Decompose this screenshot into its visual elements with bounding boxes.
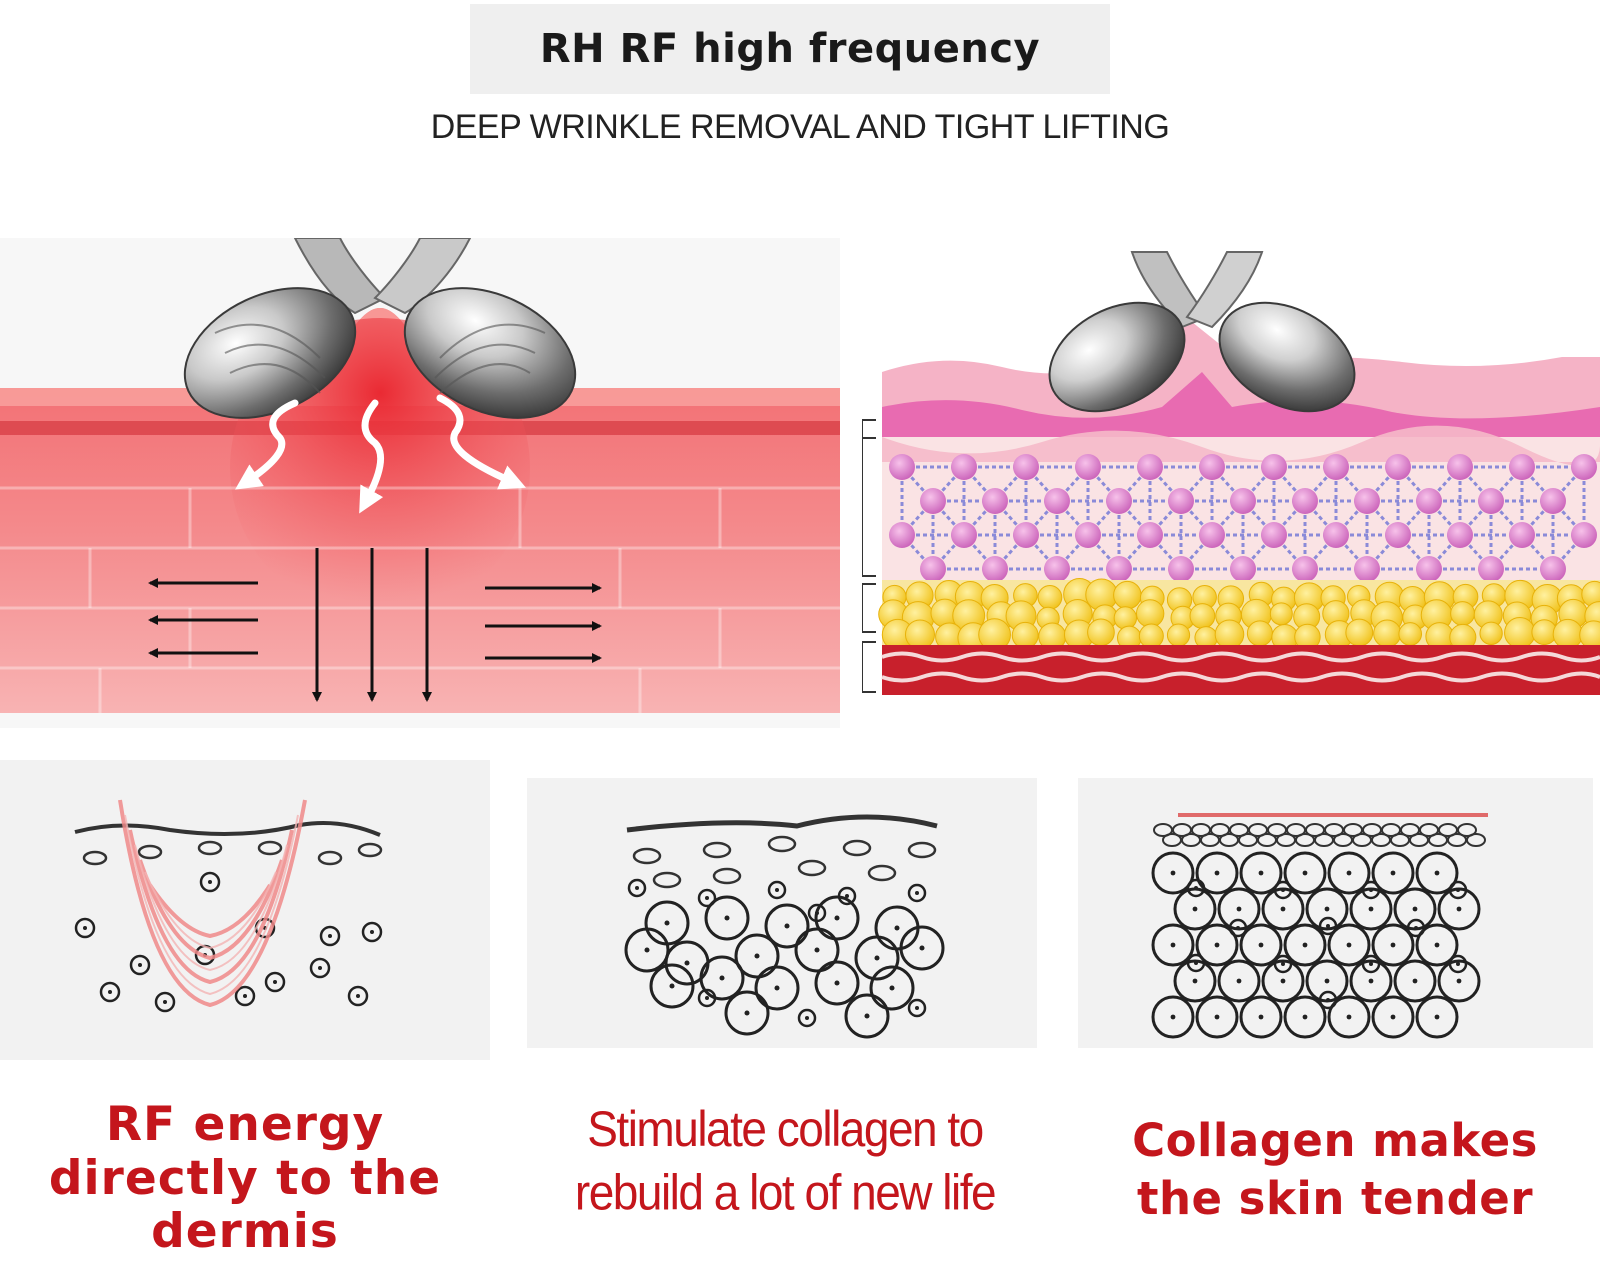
collagen-cell — [869, 965, 915, 1011]
dermis-cell — [234, 985, 256, 1007]
collagen-cell — [1217, 959, 1261, 1003]
skin-layers-cross-section — [862, 251, 1600, 695]
collagen-cell-small — [697, 888, 717, 908]
collagen-cell-small — [1448, 880, 1468, 900]
rf-energy-skin-diagram — [0, 238, 840, 728]
collagen-cell — [624, 927, 670, 973]
collagen-cell-small — [1186, 878, 1206, 898]
collagen-cell — [1415, 995, 1459, 1039]
collagen-cell — [1173, 959, 1217, 1003]
collagen-network — [889, 454, 1597, 582]
collagen-cell-small — [907, 883, 927, 903]
collagen-cell-small — [1406, 918, 1426, 938]
collagen-cell-small — [1318, 916, 1338, 936]
collagen-cell — [1349, 959, 1393, 1003]
collagen-cell-small — [1273, 880, 1293, 900]
dermis-cell — [361, 921, 383, 943]
collagen-cell — [1393, 959, 1437, 1003]
collagen-cell — [814, 960, 860, 1006]
tender-skin-diagram — [1078, 778, 1593, 1048]
collagen-cell — [794, 927, 840, 973]
collagen-cell — [899, 925, 945, 971]
collagen-cell — [1195, 851, 1239, 895]
collagen-cell — [649, 963, 695, 1009]
collagen-cell — [1415, 851, 1459, 895]
collagen-cell — [704, 895, 750, 941]
collagen-cell-small — [1361, 880, 1381, 900]
collagen-cell — [1261, 959, 1305, 1003]
collagen-cell — [1371, 995, 1415, 1039]
collagen-cell — [1327, 923, 1371, 967]
collagen-cell — [724, 990, 770, 1036]
collagen-cell — [1371, 923, 1415, 967]
collagen-cell — [764, 903, 810, 949]
collagen-cell-small — [627, 878, 647, 898]
collagen-cell — [754, 965, 800, 1011]
collagen-cell — [699, 955, 745, 1001]
dermis-cell — [309, 957, 331, 979]
collagen-cell — [814, 895, 860, 941]
caption-stimulate-collagen: Stimulate collagen to rebuild a lot of n… — [574, 1100, 997, 1221]
dermis-cell — [99, 981, 121, 1003]
dermis-cell — [264, 971, 286, 993]
collagen-cell — [1239, 995, 1283, 1039]
collagen-cell — [1327, 851, 1371, 895]
collagen-cell-small — [1228, 918, 1248, 938]
collagen-cell — [1195, 923, 1239, 967]
collagen-cell — [1195, 995, 1239, 1039]
page-title: RH RF high frequency — [539, 26, 1041, 72]
collagen-cell-small — [907, 998, 927, 1018]
collagen-cell — [1151, 923, 1195, 967]
dermis-cell — [74, 917, 96, 939]
collagen-cell — [734, 933, 780, 979]
collagen-cell-small — [1273, 954, 1293, 974]
collagen-cell — [1151, 851, 1195, 895]
collagen-cell-small — [1186, 953, 1206, 973]
collagen-cell-small — [797, 1008, 817, 1028]
collagen-cell — [1283, 995, 1327, 1039]
collagen-cell-small — [767, 880, 787, 900]
dermis-cell — [154, 991, 176, 1013]
caption-rf-energy: RF energy directly to the dermis — [48, 1097, 442, 1260]
collagen-cell — [1283, 923, 1327, 967]
rf-energy-dermis-diagram — [0, 760, 490, 1060]
fat-cells — [878, 577, 1600, 654]
page-subtitle: DEEP WRINKLE REMOVAL AND TIGHT LIFTING — [430, 108, 1170, 146]
collagen-cell — [854, 935, 900, 981]
collagen-cell — [1327, 995, 1371, 1039]
collagen-cell-small — [1448, 954, 1468, 974]
dermis-cell — [199, 871, 221, 893]
dermis-cell — [319, 925, 341, 947]
collagen-cell — [1239, 851, 1283, 895]
collagen-cell — [1305, 887, 1349, 931]
dermis-cell — [347, 985, 369, 1007]
collagen-cell — [1283, 851, 1327, 895]
collagen-cell — [1151, 995, 1195, 1039]
collagen-cell — [844, 993, 890, 1039]
collagen-cell — [1415, 923, 1459, 967]
collagen-cell — [1371, 851, 1415, 895]
dermis-cell — [129, 954, 151, 976]
collagen-stimulation-diagram — [527, 778, 1037, 1048]
title-banner: RH RF high frequency — [470, 4, 1110, 94]
collagen-cell-small — [1361, 954, 1381, 974]
collagen-cell — [1437, 959, 1481, 1003]
caption-tender-skin: Collagen makes the skin tender — [1132, 1114, 1538, 1225]
collagen-cell-small — [1318, 990, 1338, 1010]
collagen-cell — [1239, 923, 1283, 967]
